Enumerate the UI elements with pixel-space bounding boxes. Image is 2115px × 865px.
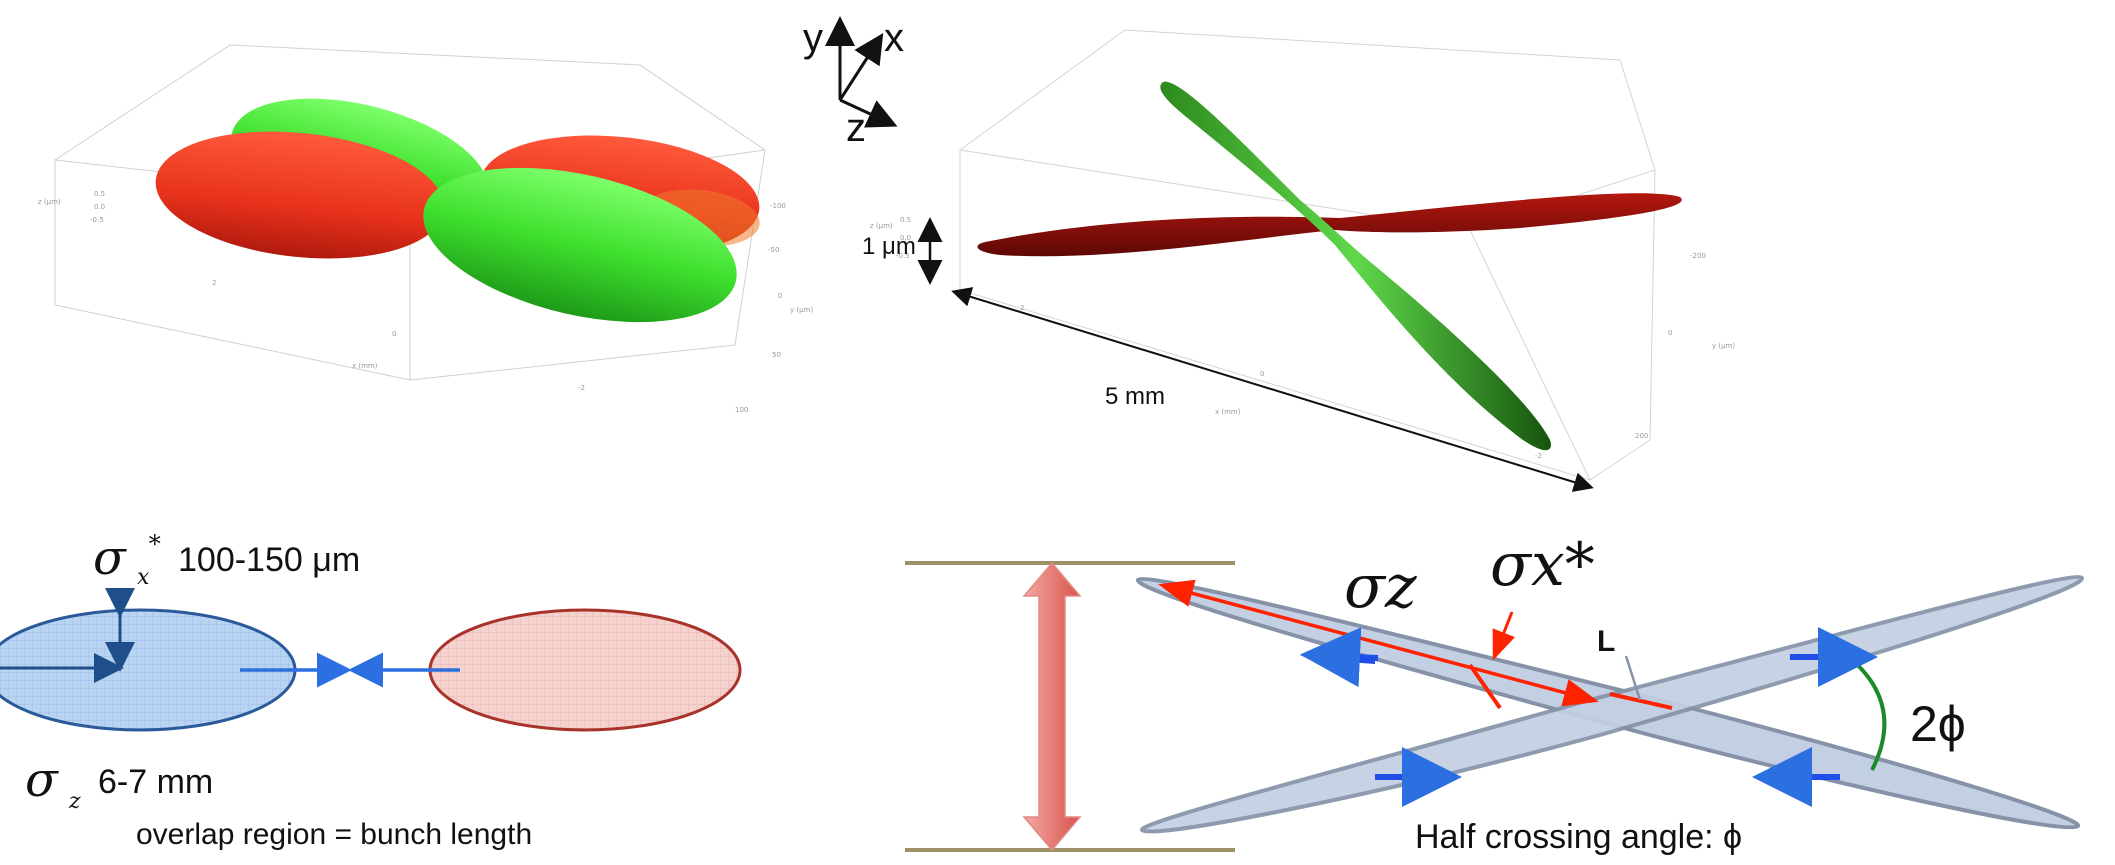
crossing-sigma-z: σz [1344,552,1417,622]
svg-text:100: 100 [735,406,748,414]
sigma-x-star-width [1468,663,1502,710]
plot-3d-left-ticks: z (μm) 0.5 0.0 -0.5 2 0 x (mm) -2 -100 -50 0 y … [38,190,813,414]
L-segment [1609,692,1673,710]
svg-text:-0.5: -0.5 [896,252,910,260]
red-bunch-left [155,131,445,259]
svg-text:0.0: 0.0 [900,234,911,242]
axes-triad [825,16,898,128]
svg-text:0: 0 [392,330,396,338]
axis-x-label: x [884,16,904,60]
svg-text:z (μm): z (μm) [870,222,893,230]
crossing-sketch [905,561,2084,852]
axis-y-label: y [803,16,823,60]
sigma-x-value: 100-150 μm [178,541,361,579]
svg-text:2: 2 [212,279,216,287]
svg-text:y (μm): y (μm) [790,306,813,314]
vertical-double-arrow [1022,561,1082,852]
plot-3d-left: z (μm) 0.5 0.0 -0.5 2 0 x (mm) -2 -100 -50 0 y … [38,44,813,414]
svg-text:0.5: 0.5 [900,216,911,224]
sigma-z-subscript: z [69,789,81,814]
svg-text:0: 0 [778,292,782,300]
svg-text:-50: -50 [768,246,779,254]
svg-text:-2: -2 [1535,452,1542,460]
svg-text:-2: -2 [578,384,585,392]
crossing-sigma-x-star: σx* [1490,530,1595,600]
svg-text:x (mm): x (mm) [352,362,378,370]
axis-z-label: z [846,106,866,150]
sigma-x-star: * [148,530,161,558]
svg-text:0.5: 0.5 [94,190,105,198]
sigma-x-sigma: σ [93,530,126,586]
sigma-z-value: 6-7 mm [98,763,214,801]
svg-text:y (μm): y (μm) [1712,342,1735,350]
L-pointer [1624,655,1642,701]
red-bunch [428,608,742,732]
z-axis-arrow [839,98,898,128]
dark-green-bunch [1160,81,1551,451]
length-label: 5 mm [1105,383,1165,410]
green-bunch-lower [423,167,737,323]
sigma-z-sigma: σ [25,752,58,808]
overlap-note: overlap region = bunch length [136,818,533,851]
svg-text:0: 0 [1668,329,1672,337]
crossing-L: L [1597,625,1616,658]
sigma-x-star-pointer [1492,611,1515,661]
svg-text:z (μm): z (μm) [38,198,61,206]
svg-text:200: 200 [1635,432,1648,440]
svg-text:-0.5: -0.5 [90,216,104,224]
plot-3d-right: z (μm) 0.5 0.0 -0.5 2 0 x (mm) -2 -200 0 y (μm)… [870,29,1735,492]
blue-arrow-upper-left-line [1300,627,1379,688]
svg-text:2: 2 [1020,304,1024,312]
crossing-two-phi: 2ϕ [1910,696,1966,752]
sigma-z-red-arrow [1158,579,1599,707]
svg-text:-200: -200 [1690,252,1706,260]
svg-text:-100: -100 [770,202,786,210]
sigma-x-symbol: σ x * [93,530,161,590]
x-axis-arrow [838,32,884,101]
svg-text:0.0: 0.0 [94,203,105,211]
dark-red-bunch [977,193,1682,257]
length-arrow-5mm [951,287,1594,492]
svg-text:0: 0 [1260,370,1264,378]
head-on-sketch [0,588,742,732]
sigma-x-subscript: x [137,565,150,590]
half-crossing-angle: Half crossing angle: ϕ [1415,818,1743,856]
sigma-z-symbol: σ z [25,752,81,814]
svg-text:x (mm): x (mm) [1215,408,1241,416]
height-label: 1 μm [862,233,916,260]
svg-text:50: 50 [772,351,781,359]
